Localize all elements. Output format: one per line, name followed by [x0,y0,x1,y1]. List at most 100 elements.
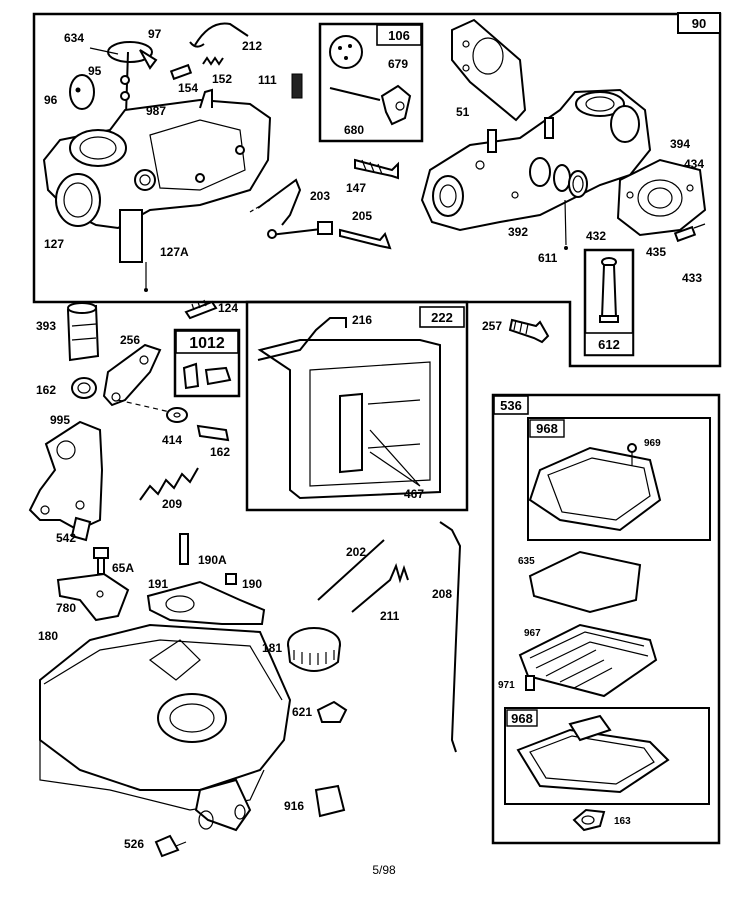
carburetor-body-right [420,88,652,232]
label-212: 212 [242,39,262,53]
label-393: 393 [36,319,56,333]
gasket-191 [146,580,266,625]
label-467: 467 [404,487,424,501]
screw-257 [508,318,550,344]
label-526: 526 [124,837,144,851]
throttle-spring-212 [189,22,249,48]
label-634: 634 [64,31,84,45]
seals-392-432 [553,164,588,250]
kit-label-90: 90 [692,16,706,31]
kit-536-frame: 536 968 968 [491,393,721,845]
label-542: 542 [56,531,76,545]
part-number-labels: 634 97 95 96 987 212 154 152 111 679 680… [36,27,704,851]
label-680: 680 [344,123,364,137]
kit-1012-frame: 1012 [173,328,241,398]
kit-label-968-top: 968 [536,421,558,436]
gasket-51 [451,18,527,122]
governor-lever-995 [28,420,104,532]
label-127A: 127A [160,245,189,259]
air-filter-plate-222 [257,317,441,500]
washer-414 [117,399,188,423]
kit-label-222: 222 [431,310,453,325]
label-208: 208 [432,587,452,601]
label-96: 96 [44,93,58,107]
label-211: 211 [380,609,400,623]
carburetor-kit-frame: 90 [32,12,722,368]
label-971: 971 [498,680,515,691]
label-434: 434 [684,157,704,171]
spring-202 [317,539,385,601]
label-780: 780 [56,601,76,615]
page-code-footer: 5/98 [372,863,396,877]
label-433: 433 [682,271,702,285]
screw-162 [196,424,230,442]
fuel-pump-394 [616,158,707,237]
kit-label-1012: 1012 [189,335,225,352]
label-414: 414 [162,433,182,447]
tube-612 [599,257,619,323]
air-filter-cover-968 [528,443,662,532]
label-392: 392 [508,225,528,239]
pin-205 [339,228,392,250]
label-190A: 190A [198,553,227,567]
screw-154 [169,63,193,81]
spring-111 [291,73,303,99]
label-162-right: 162 [210,445,230,459]
label-679: 679 [388,57,408,71]
label-65A: 65A [112,561,134,575]
label-205: 205 [352,209,372,223]
label-111: 111 [258,73,277,87]
throttle-lever-203 [249,178,333,239]
label-124: 124 [218,301,238,315]
label-97: 97 [148,27,162,41]
air-filter-base-968 [516,714,670,794]
kit-612-frame: 612 [583,248,635,357]
solenoid-393 [66,302,100,362]
rod-208 [439,521,462,753]
fuel-cap-181 [287,627,341,672]
screw-542 [70,516,92,542]
clip-621 [316,700,348,723]
label-987: 987 [146,104,166,118]
kit-label-968-bottom: 968 [511,711,533,726]
label-256: 256 [120,333,140,347]
diaphragm-kit-106-parts [329,35,412,126]
bracket-256 [102,343,162,407]
label-969: 969 [644,438,661,449]
label-127: 127 [44,237,64,251]
gasket-163 [572,808,606,832]
label-611: 611 [538,251,558,265]
label-394: 394 [670,137,690,151]
screw-190 [225,573,237,585]
label-162-left: 162 [36,383,56,397]
screw-526 [154,834,187,858]
label-995: 995 [50,413,70,427]
kit-label-612: 612 [598,337,620,352]
label-216: 216 [352,313,372,327]
label-95: 95 [88,64,102,78]
label-435: 435 [646,245,666,259]
screw-190A [179,533,189,565]
label-916: 916 [284,799,304,813]
label-154: 154 [178,81,198,95]
label-147: 147 [346,181,366,195]
kit-106-frame: 106 [318,22,424,143]
bracket-780 [56,572,130,622]
kit-222-frame: 222 [245,300,469,512]
screw-971 [525,675,535,691]
label-621: 621 [292,705,312,719]
label-152: 152 [212,72,232,86]
label-635: 635 [518,556,535,567]
label-163: 163 [614,816,631,827]
screw-147 [354,158,399,180]
label-191: 191 [148,577,168,591]
screw-124 [184,299,218,320]
label-432: 432 [586,229,606,243]
bushing-162 [71,377,97,399]
label-180: 180 [38,629,58,643]
bracket-916 [314,784,346,818]
label-209: 209 [162,497,182,511]
kit-label-536: 536 [500,398,522,413]
label-181: 181 [262,641,282,655]
